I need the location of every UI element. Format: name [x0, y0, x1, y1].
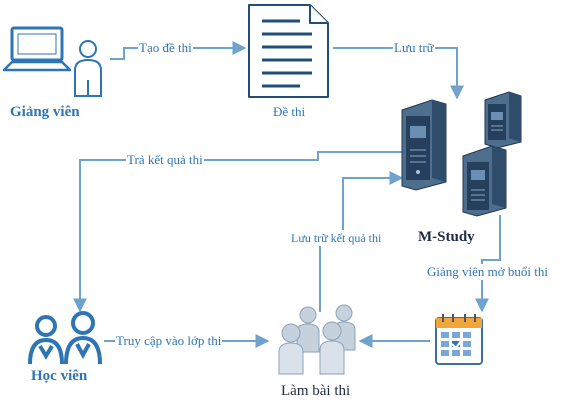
- arrow-return-result: [73, 151, 403, 313]
- laptop-and-person-icon: [2, 26, 102, 97]
- group-people-icon: [278, 304, 356, 375]
- edge-label-store: Lưu trữ: [393, 40, 435, 56]
- edge-label-open-session: Giảng viên mở buổi thi: [426, 264, 549, 280]
- edge-label-access-class: Truy cập vào lớp thi: [115, 333, 223, 349]
- edge-label-store-result: Lưu trữ kết quả thi: [290, 230, 383, 246]
- exam-taking-label: Làm bài thi: [281, 383, 351, 399]
- calendar-icon: [435, 314, 483, 365]
- server-label: M-Study: [418, 229, 475, 245]
- students-icon: [28, 311, 102, 365]
- server-icon: [401, 91, 522, 217]
- arrow-open-session: [475, 215, 501, 313]
- edge-label-create-exam: Tạo đề thi: [138, 40, 193, 56]
- exam-label: Đề thi: [273, 104, 306, 119]
- teacher-label: Giảng viên: [10, 104, 80, 120]
- arrow-store: [333, 47, 464, 100]
- students-label: Học viên: [31, 368, 88, 384]
- document-icon: [248, 4, 329, 98]
- edge-label-return-result: Trả kết quả thi: [126, 152, 204, 168]
